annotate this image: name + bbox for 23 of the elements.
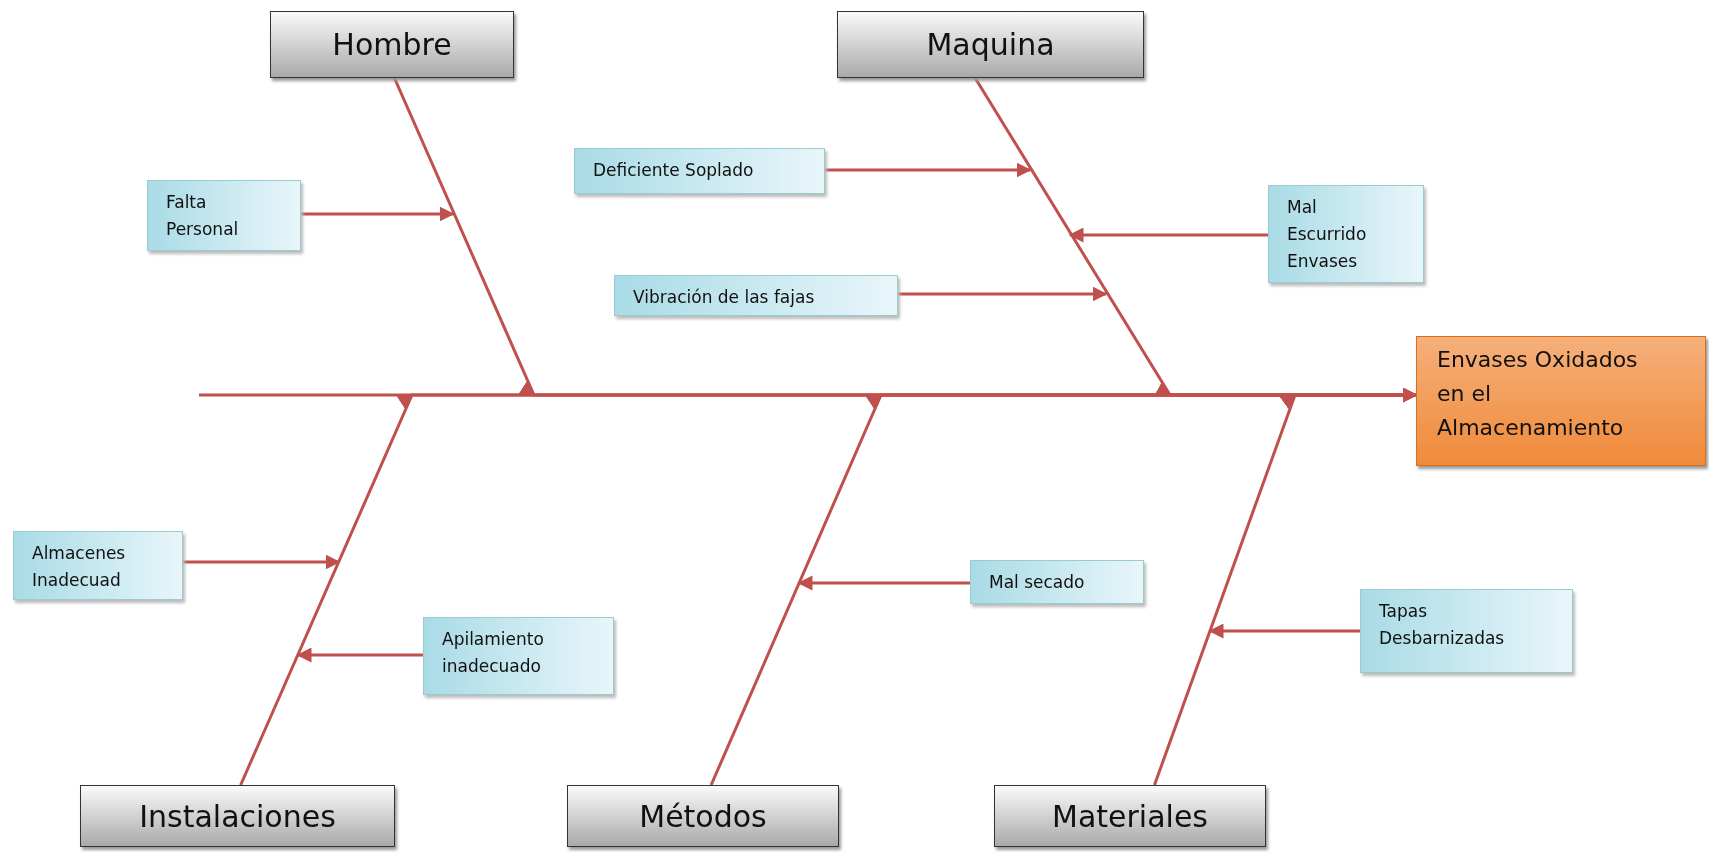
cause-box: Deficiente Soplado <box>574 148 825 194</box>
arrow <box>1208 623 1360 639</box>
arrow <box>183 554 341 570</box>
arrow <box>797 575 970 591</box>
cause-box: Apilamiento inadecuado <box>423 617 614 695</box>
category-box: Métodos <box>567 785 839 847</box>
arrow <box>301 206 455 222</box>
cause-box: Mal Escurrido Envases <box>1268 185 1424 283</box>
category-box: Instalaciones <box>80 785 395 847</box>
arrow <box>1153 388 1416 786</box>
cause-box: Falta Personal <box>147 180 301 251</box>
cause-box: Almacenes Inadecuad <box>13 531 183 600</box>
effect-box: Envases Oxidados en el Almacenamiento <box>1416 336 1706 466</box>
cause-box: Mal secado <box>970 560 1144 604</box>
arrow <box>825 162 1032 178</box>
arrow <box>1068 227 1268 243</box>
category-box: Hombre <box>270 11 514 78</box>
arrow <box>898 286 1108 302</box>
category-box: Materiales <box>994 785 1266 847</box>
arrow <box>296 647 423 663</box>
cause-box: Vibración de las fajas <box>614 275 898 316</box>
cause-box: Tapas Desbarnizadas <box>1360 589 1573 673</box>
category-box: Maquina <box>837 11 1144 78</box>
